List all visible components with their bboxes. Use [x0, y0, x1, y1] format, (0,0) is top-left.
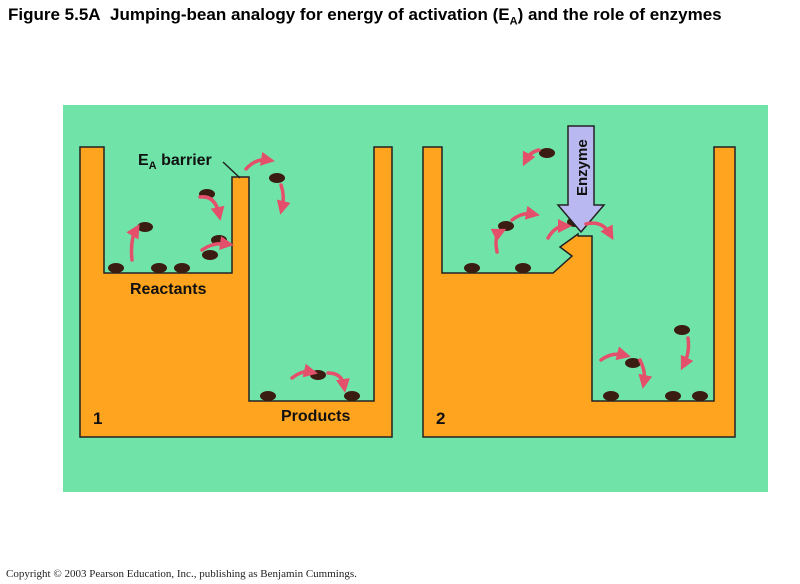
- panel2-container: [422, 146, 736, 438]
- bean: [174, 263, 190, 273]
- jump-arrow: [680, 336, 694, 371]
- bean: [498, 221, 514, 231]
- bean: [269, 173, 285, 183]
- bean: [665, 391, 681, 401]
- figure-number: Figure 5.5A: [8, 5, 101, 24]
- title-subscript: A: [509, 15, 518, 28]
- jump-arrow: [584, 221, 614, 241]
- ea-barrier-sub: A: [149, 160, 157, 172]
- bean: [515, 263, 531, 273]
- jump-arrow: [638, 358, 653, 389]
- ea-barrier-e: E: [138, 152, 149, 169]
- jump-arrow: [290, 363, 318, 380]
- products-label: Products: [281, 408, 350, 425]
- jump-arrow: [546, 219, 572, 240]
- panel1-beans: [108, 173, 360, 401]
- jump-arrow: [510, 205, 540, 222]
- reactants-label: Reactants: [130, 281, 207, 298]
- jump-arrow: [198, 195, 225, 221]
- bean: [151, 263, 167, 273]
- bean: [108, 263, 124, 273]
- jump-arrow: [522, 148, 541, 167]
- figure-title: Figure 5.5A Jumping-bean analogy for ene…: [8, 5, 722, 27]
- panel2-number: 2: [436, 409, 445, 428]
- enzyme-arrow: Enzyme: [556, 125, 606, 234]
- bean: [202, 250, 218, 260]
- panel1-container: [79, 146, 393, 438]
- bean: [692, 391, 708, 401]
- bean: [539, 148, 555, 158]
- bean: [344, 391, 360, 401]
- copyright-notice: Copyright © 2003 Pearson Education, Inc.…: [6, 568, 357, 580]
- jump-arrow: [276, 183, 291, 215]
- jump-arrow: [126, 223, 140, 262]
- panel2-jump-arrows: [490, 148, 694, 389]
- ea-barrier-label: EA barrier: [138, 152, 212, 172]
- title-text: Jumping-bean analogy for energy of activ…: [110, 5, 510, 24]
- jump-arrow: [599, 346, 631, 362]
- enzyme-arrow-shape: [556, 125, 606, 234]
- bean: [260, 391, 276, 401]
- bean: [464, 263, 480, 273]
- panel1-number: 1: [93, 409, 102, 428]
- enzyme-label: Enzyme: [574, 139, 591, 196]
- bean: [674, 325, 690, 335]
- panel1-jump-arrows: [126, 151, 350, 393]
- bean: [137, 222, 153, 232]
- jump-arrow: [244, 151, 275, 171]
- bean: [625, 358, 641, 368]
- jump-arrow: [490, 228, 507, 254]
- title-text-end: ) and the role of enzymes: [517, 5, 722, 24]
- ea-barrier-rest: barrier: [157, 152, 212, 169]
- bean: [603, 391, 619, 401]
- jump-arrow: [200, 236, 234, 252]
- jump-arrow: [326, 371, 350, 393]
- barrier-pointer-line: [222, 161, 241, 179]
